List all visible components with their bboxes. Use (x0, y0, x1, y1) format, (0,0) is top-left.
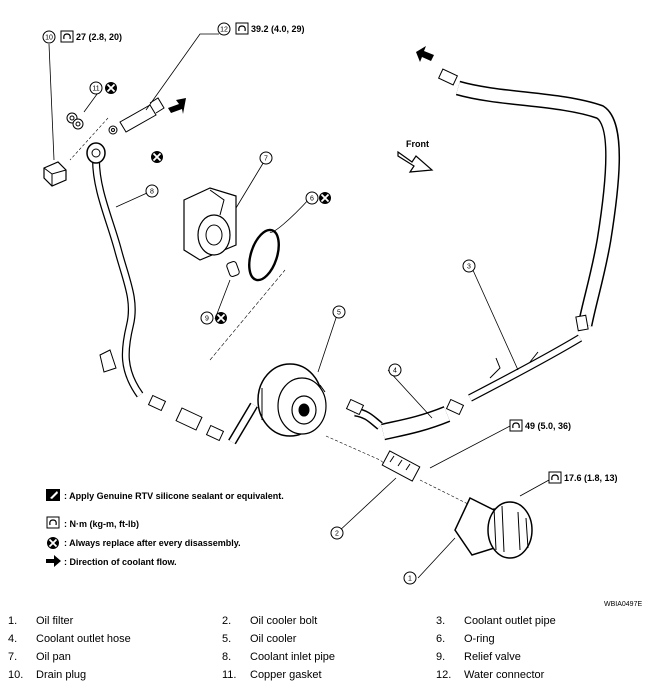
callout-3: 3 (467, 264, 471, 271)
part-item: 12.Water connector (436, 669, 545, 681)
coolant-outlet-pipe (455, 80, 620, 402)
legend-flow: : Direction of coolant flow. (64, 557, 177, 567)
figure-code: WBIA0497E (604, 601, 643, 608)
part-item: 10.Drain plug (8, 669, 87, 681)
o-ring (248, 228, 280, 282)
torque-oil-cooler-bolt: 49 (5.0, 36) (525, 421, 572, 431)
part-item: 4.Coolant outlet hose (8, 633, 131, 645)
front-label: Front (406, 139, 429, 149)
torque-drain-plug: 27 (2.8, 20) (76, 32, 123, 42)
callout-11: 11 (92, 86, 99, 93)
oil-cooler (228, 363, 327, 445)
oil-filter (454, 496, 533, 559)
callout-10: 10 (45, 35, 53, 42)
callout-6: 6 (310, 196, 314, 203)
callout-1: 1 (408, 576, 412, 583)
drain-plug (43, 161, 67, 187)
coolant-inlet-pipe (86, 142, 144, 398)
callout-4: 4 (393, 368, 397, 375)
part-item: 5.Oil cooler (222, 633, 297, 645)
coolant-outlet-hose (354, 406, 451, 441)
legend-sealant: : Apply Genuine RTV silicone sealant or … (64, 491, 284, 501)
callout-2: 2 (335, 531, 339, 538)
front-direction-arrow (397, 150, 434, 173)
part-item: 7.Oil pan (8, 651, 71, 663)
legend-symbols (46, 489, 61, 567)
callout-5: 5 (337, 310, 341, 317)
coolant-flow-arrow (168, 98, 186, 114)
callout-7: 7 (264, 156, 268, 163)
part-item: 6.O-ring (436, 633, 495, 645)
hose-clamp (437, 68, 589, 416)
part-item: 3.Coolant outlet pipe (436, 615, 556, 627)
part-item: 1.Oil filter (8, 615, 74, 627)
callout-8: 8 (150, 189, 154, 196)
oil-pan (183, 187, 237, 261)
callout-labels: 1 2 3 4 5 6 7 8 9 10 11 12 (45, 27, 471, 583)
part-item: 2.Oil cooler bolt (222, 615, 318, 627)
torque-water-connector: 39.2 (4.0, 29) (251, 24, 305, 34)
callout-12: 12 (220, 27, 228, 34)
copper-gasket (66, 112, 84, 130)
part-item: 8.Coolant inlet pipe (222, 651, 336, 663)
torque-oil-filter: 17.6 (1.8, 13) (564, 473, 618, 483)
part-item: 11.Copper gasket (222, 669, 322, 681)
relief-valve (226, 261, 240, 277)
callout-markers (42, 22, 476, 585)
coolant-inlet-hose (147, 394, 365, 442)
legend-torque: : N·m (kg-m, ft-lb) (64, 519, 139, 529)
legend-replace: : Always replace after every disassembly… (64, 538, 241, 548)
water-connector (108, 97, 165, 135)
part-item: 9.Relief valve (436, 651, 521, 663)
coolant-flow-arrow (416, 46, 434, 62)
oil-cooler-bolt (325, 435, 421, 482)
callout-9: 9 (205, 316, 209, 323)
exploded-diagram: 1 2 3 4 5 6 7 8 9 10 11 12 (42, 22, 620, 585)
